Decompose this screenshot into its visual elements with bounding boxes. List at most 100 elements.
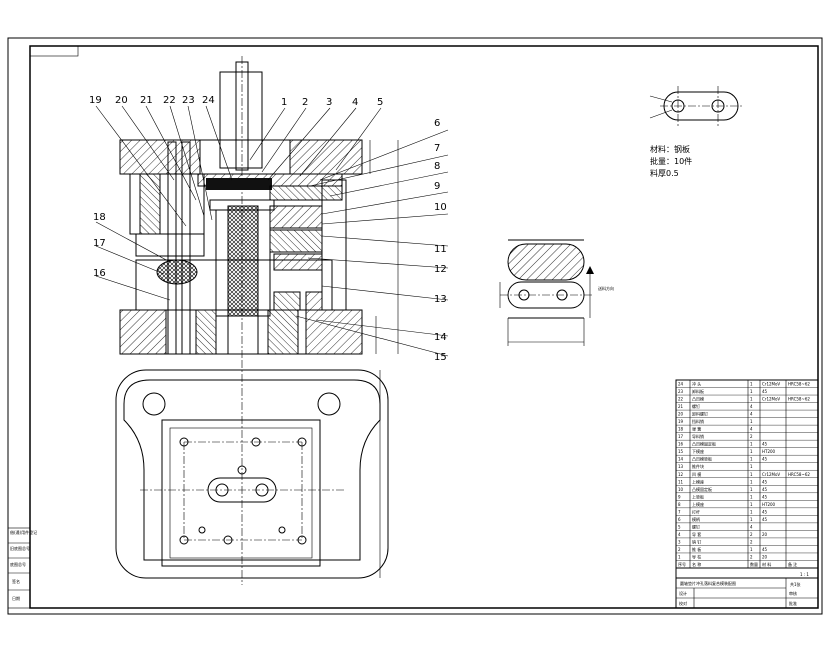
callout-24: 24 [202,95,215,106]
part-material: 材料：钢板 [650,144,690,154]
bom-cell: 上垫板 [692,493,704,499]
callout-10: 10 [434,202,447,213]
callout-2: 2 [302,97,308,108]
bom-cell: 1 [750,487,753,492]
bom-cell: HT200 [762,449,776,454]
bom-cell: 1 [750,464,753,469]
inner-border [29,45,819,609]
bom-cell: 1 [750,419,753,424]
bom-cell: 23 [678,389,684,394]
corner-mark [29,45,79,57]
bom-cell: 2 [750,554,753,559]
bom-cell: 11 [678,479,684,484]
bom-cell: Cr12MoV [762,382,780,387]
bom-cell: 上模座 [692,478,704,484]
bom-cell: 18 [678,427,684,432]
stamp-text-4: 签名 [12,578,20,584]
bom-cell: 20 [762,532,768,537]
bom-cell: 4 [750,412,753,417]
stamp-text-2: 旧底图总号 [10,545,30,551]
bom-cell: 1 [678,554,681,559]
bom-cell: 1 [750,397,753,402]
callout-21: 21 [140,95,153,106]
callout-8: 8 [434,161,440,172]
bom-cell: 20 [678,412,684,417]
plan-view [115,360,389,585]
bom-cell: 6 [678,517,681,522]
bom-cell: HRC58~62 [788,397,810,402]
callout-9: 9 [434,181,440,192]
title-sheet: 共1张 [790,581,801,587]
bom-cell: 1 [750,517,753,522]
bom-cell: 螺钉 [692,523,700,529]
bom-cell: 45 [762,487,768,492]
bom-cell: 21 [678,404,684,409]
bom-cell: 2 [750,434,753,439]
callout-6: 6 [434,118,440,129]
bom-cell: HT200 [762,502,776,507]
bom-cell: 8 [678,502,681,507]
bom-cell: 1 [750,389,753,394]
bom-cell: 9 [678,494,681,499]
title-designer: 设计 [679,590,687,596]
bom-header-cell: 名 称 [692,561,701,567]
strip-feed-direction: 送料方向 [598,285,614,291]
front-section-view [119,56,399,360]
bom-cell: HRC58~62 [788,472,810,477]
bom-cell: 45 [762,457,768,462]
callout-16: 16 [93,268,106,279]
bom-cell: 冲 头 [692,381,701,387]
bom-cell: 卸料板 [692,388,704,394]
bom-cell: 凸模固定板 [692,486,712,492]
bom-cell: 弹 簧 [692,426,701,432]
bom-cell: 打杆 [692,508,700,514]
bom-cell: 45 [762,442,768,447]
title-name: 圆轴垫片冲孔落料复合模装配图 [680,580,736,586]
callout-15: 15 [434,352,447,363]
bom-cell: 下模座 [692,448,704,454]
bom-cell: 3 [678,539,681,544]
bom-cell: 20 [762,554,768,559]
bom-cell: 17 [678,434,684,439]
bom-cell: 1 [750,479,753,484]
bom-cell: 导 柱 [692,553,701,559]
bom-cell: 卸料螺钉 [692,411,708,417]
bom-cell: 45 [762,509,768,514]
callout-17: 17 [93,238,106,249]
stamp-text-1: 借(通)用件登记 [10,529,37,535]
bom-cell: 螺钉 [692,403,700,409]
title-block [675,379,819,609]
leader-lines [95,105,449,357]
bom-header-cell: 数量 [750,561,758,567]
bom-cell: 5 [678,524,681,529]
bom-cell: 14 [678,457,684,462]
part-quantity: 批量：10件 [650,156,692,166]
callout-20: 20 [115,95,128,106]
title-approver: 批准 [789,600,797,606]
callout-7: 7 [434,143,440,154]
callout-3: 3 [326,97,332,108]
bom-cell: Cr12MoV [762,397,780,402]
bom-cell: 模柄 [692,516,700,522]
bom-cell: 1 [750,509,753,514]
part-drawing [649,86,744,126]
callout-12: 12 [434,264,447,275]
part-thickness: 料厚0.5 [650,168,679,178]
outer-border [7,37,823,615]
bom-cell: 45 [762,479,768,484]
callout-18: 18 [93,212,106,223]
bom-cell: 1 [750,457,753,462]
bom-cell: 挡料销 [692,418,704,424]
bom-cell: 1 [750,472,753,477]
bom-cell: 1 [750,382,753,387]
bom-cell: 推件块 [692,463,704,469]
bom-cell: 16 [678,442,684,447]
title-scale: 1 : 1 [800,572,809,577]
bom-cell: 1 [750,494,753,499]
bom-cell: 凹 模 [692,471,701,477]
bom-header-cell: 备 注 [788,561,797,567]
bom-cell: 1 [750,449,753,454]
bom-cell: 2 [750,539,753,544]
